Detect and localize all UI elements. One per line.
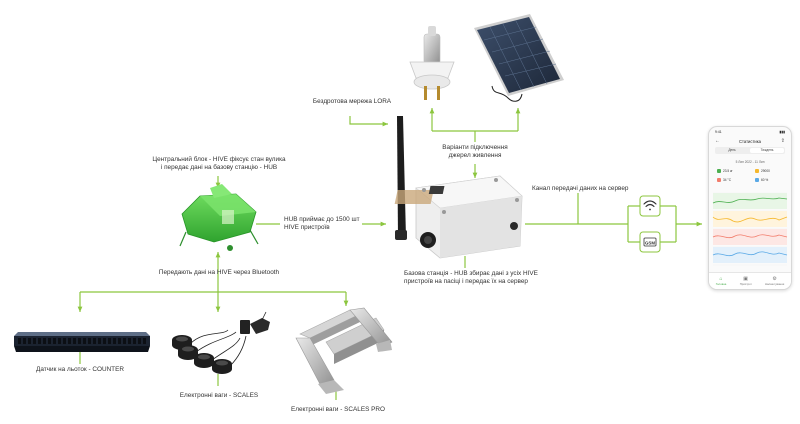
base-station-hub-icon bbox=[394, 116, 523, 259]
metric-temperature-value: 34 °С bbox=[723, 178, 732, 182]
connector-lora bbox=[349, 116, 388, 127]
counter-entrance-hole bbox=[113, 338, 116, 344]
label-central-unit-line1: Центральний блок - HIVE фіксує стан вули… bbox=[152, 156, 286, 163]
counter-entrance-hole bbox=[98, 338, 101, 344]
counter-entrance-hole bbox=[143, 338, 146, 344]
counter-entrance-hole bbox=[83, 338, 86, 344]
phone-bottom-nav: ⌂ Головна ▣ Пристрої ⚙ Налаштування bbox=[709, 272, 791, 289]
nav-settings-label: Налаштування bbox=[764, 282, 785, 286]
label-central-unit-line2: і передає дані на базову станцію - HUB bbox=[160, 164, 278, 172]
temperature-trend-line bbox=[712, 234, 788, 239]
share-icon[interactable]: ⇪ bbox=[780, 138, 785, 144]
label-bluetooth: Передають дані на HIVE через Bluetooth bbox=[158, 269, 280, 276]
phone-charts bbox=[712, 192, 788, 266]
counter-entrance-hole bbox=[138, 338, 141, 344]
label-power-options-line1: Варіанти підключення bbox=[442, 144, 508, 151]
back-arrow-icon[interactable]: ← bbox=[715, 138, 720, 144]
counter-entrance-hole bbox=[73, 338, 76, 344]
counter-entrance-hole bbox=[108, 338, 111, 344]
counter-entrance-hole bbox=[53, 338, 56, 344]
counter-entrance-hole bbox=[133, 338, 136, 344]
counter-entrance-hole bbox=[38, 338, 41, 344]
label-hub-capacity-line1: HUB приймає до 1500 шт bbox=[284, 216, 360, 223]
hive-central-unit-icon bbox=[179, 184, 259, 251]
phone-date-range: 5 Лип 2022 - 11 Лип bbox=[735, 160, 765, 164]
label-hub-capacity: HUB приймає до 1500 шт HIVE пристроїв bbox=[284, 216, 364, 233]
phone-tabs: День Тиждень bbox=[715, 147, 785, 154]
label-base-station-line2: пристроїв на пасіці і передає їх на серв… bbox=[404, 278, 528, 286]
nav-devices-label: Пристрої bbox=[739, 282, 752, 286]
counter-entrance-hole bbox=[63, 338, 66, 344]
metric-humidity-value: 60 % bbox=[761, 178, 769, 182]
gear-icon: ⚙ bbox=[772, 276, 777, 282]
wifi-channel-box bbox=[639, 195, 661, 217]
nav-devices[interactable]: ▣ Пристрої bbox=[740, 276, 752, 286]
home-icon: ⌂ bbox=[719, 276, 723, 282]
label-power-options-line2: джерел живлення bbox=[448, 152, 502, 160]
gsm-channel-box: GSM bbox=[639, 231, 661, 253]
weight-icon bbox=[717, 169, 721, 173]
label-data-channel: Канал передачі даних на сервер bbox=[532, 185, 629, 192]
solar-panel-icon bbox=[474, 14, 564, 102]
phone-screen-title: Статистика bbox=[739, 139, 761, 144]
gsm-label: GSM bbox=[645, 240, 655, 245]
counter-entrance-hole bbox=[48, 338, 51, 344]
counter-sensor-icon bbox=[14, 332, 150, 352]
devices-icon: ▣ bbox=[743, 276, 749, 282]
connectors bbox=[77, 108, 702, 400]
phone-status-bar: 9:41 ▮▮▮ bbox=[715, 130, 785, 135]
counter-entrance-hole bbox=[88, 338, 91, 344]
weight-trend-line bbox=[712, 197, 788, 204]
label-hub-capacity-line2: HIVE пристроїв bbox=[284, 224, 330, 232]
scales-pro-icon bbox=[295, 307, 393, 394]
counter-entrance-hole bbox=[18, 338, 21, 344]
counter-entrance-hole bbox=[68, 338, 71, 344]
nav-home-label: Головна bbox=[715, 282, 727, 286]
count-trend-line bbox=[712, 216, 788, 223]
counter-entrance-hole bbox=[78, 338, 81, 344]
nav-settings[interactable]: ⚙ Налаштування bbox=[765, 276, 784, 286]
label-base-station: Базова станція - HUB збирає дані з усіх … bbox=[404, 270, 544, 287]
counter-entrance-hole bbox=[123, 338, 126, 344]
bee-count-icon bbox=[755, 169, 759, 173]
label-counter: Датчик на льоток - COUNTER bbox=[36, 366, 124, 373]
counter-entrance-hole bbox=[28, 338, 31, 344]
label-power-options: Варіанти підключення джерел живлення bbox=[434, 144, 516, 161]
counter-entrance-hole bbox=[93, 338, 96, 344]
label-scales-pro: Електронні ваги - SCALES PRO bbox=[290, 406, 385, 413]
metric-temperature: 34 °С bbox=[717, 178, 731, 182]
counter-entrance-hole bbox=[23, 338, 26, 344]
counter-entrance-hole bbox=[128, 338, 131, 344]
counter-entrance-hole bbox=[58, 338, 61, 344]
label-central-unit: Центральний блок - HIVE фіксує стан вули… bbox=[150, 156, 288, 173]
scales-icon bbox=[172, 311, 270, 374]
metric-weight-value: 23.5 кг bbox=[723, 169, 733, 173]
counter-entrance-hole bbox=[43, 338, 46, 344]
label-scales: Електронні ваги - SCALES bbox=[179, 392, 259, 399]
nav-home[interactable]: ⌂ Головна bbox=[716, 276, 727, 286]
phone-tab-week[interactable]: Тиждень bbox=[750, 148, 784, 153]
phone-app-mockup: 9:41 ▮▮▮ ← Статистика ⇪ День Тиждень 5 Л… bbox=[708, 126, 792, 290]
wifi-icon bbox=[643, 200, 657, 211]
temperature-icon bbox=[717, 178, 721, 182]
metric-count-value: 29000 bbox=[761, 169, 770, 173]
metric-weight: 23.5 кг bbox=[717, 169, 733, 173]
humidity-icon bbox=[755, 178, 759, 182]
counter-entrance-hole bbox=[118, 338, 121, 344]
metric-count: 29000 bbox=[755, 169, 770, 173]
metric-humidity: 60 % bbox=[755, 178, 768, 182]
phone-signal-icon: ▮▮▮ bbox=[779, 130, 785, 134]
phone-status-time: 9:41 bbox=[715, 130, 722, 134]
label-base-station-line1: Базова станція - HUB збирає дані з усіх … bbox=[404, 270, 538, 277]
humidity-trend-line bbox=[712, 251, 788, 257]
counter-entrance-hole bbox=[103, 338, 106, 344]
phone-tab-day[interactable]: День bbox=[728, 148, 736, 152]
label-lora: Бездротова мережа LORA bbox=[312, 98, 392, 105]
sim-icon bbox=[643, 237, 657, 247]
power-plug-icon bbox=[409, 26, 455, 100]
counter-entrance-hole bbox=[33, 338, 36, 344]
